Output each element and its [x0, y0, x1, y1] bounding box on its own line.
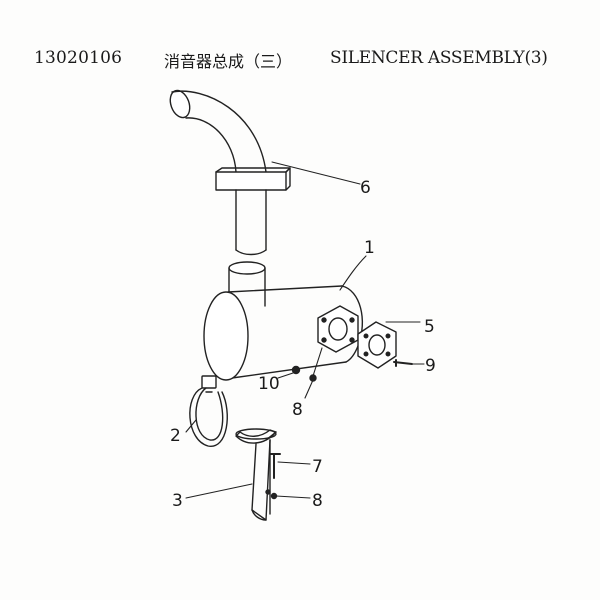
callout-10: 10 — [258, 374, 280, 394]
callout-9: 9 — [425, 356, 436, 376]
callout-5: 5 — [424, 317, 435, 337]
leader-lines — [185, 161, 425, 499]
gasket-part-5 — [357, 321, 397, 369]
bolt-part-9 — [393, 359, 413, 367]
callout-6: 6 — [360, 178, 371, 198]
callout-1: 1 — [364, 238, 375, 258]
clamp-part-2 — [189, 375, 228, 447]
callout-3: 3 — [172, 491, 183, 511]
callout-8-upper: 8 — [292, 400, 303, 420]
title-english: SILENCER ASSEMBLY(3) — [330, 48, 548, 68]
bracket-bolt-parts-7-8 — [269, 453, 281, 500]
title-chinese: 消音器总成（三） — [164, 52, 293, 71]
callout-8-lower: 8 — [312, 491, 323, 511]
callout-2: 2 — [170, 426, 181, 446]
callout-numbers: 1 2 3 5 6 7 8 8 9 10 — [170, 178, 436, 511]
muffler-body-part-1 — [203, 261, 363, 381]
header: 13020106 消音器总成（三） SILENCER ASSEMBLY(3) — [0, 46, 600, 76]
bracket-part-3 — [235, 428, 277, 521]
part-number: 13020106 — [34, 48, 123, 68]
callout-7: 7 — [312, 457, 323, 477]
tail-pipe-part-6 — [169, 89, 291, 256]
nut-washer-parts-10-8 — [291, 365, 317, 382]
